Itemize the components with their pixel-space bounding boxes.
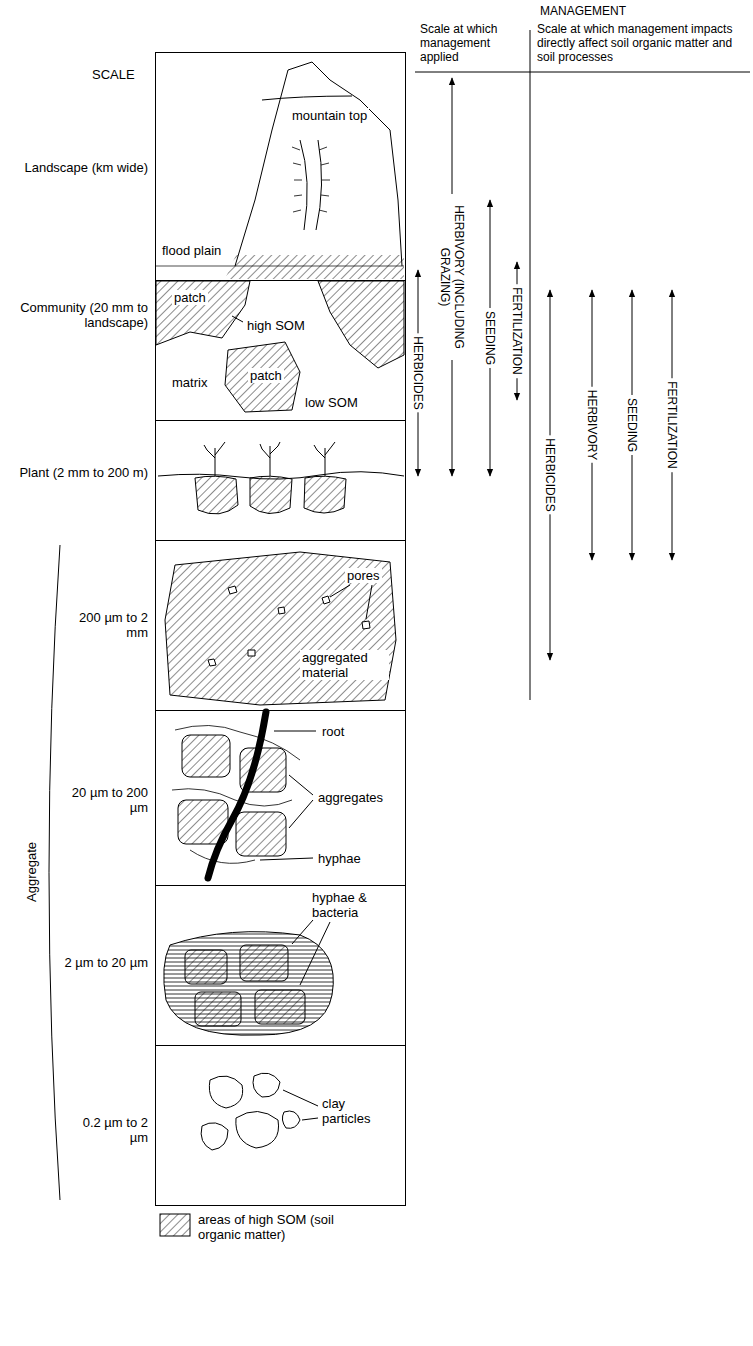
part-label: aggregates — [316, 790, 385, 805]
part-label: hyphae — [316, 851, 363, 866]
heading-label: Scale at which management applied — [420, 22, 524, 64]
scale-panel: Landscape (km wide)mountain topflood pla… — [155, 52, 406, 281]
arrow-label: FERTILIZATION — [664, 378, 680, 472]
scale-label: Plant (2 mm to 200 m) — [5, 465, 148, 480]
part-label: clay particles — [320, 1096, 394, 1126]
scale-panel: 0.2 µm to 2 µmclay particles — [155, 1045, 406, 1206]
part-label: flood plain — [160, 243, 223, 258]
heading-label: SCALE — [92, 68, 135, 82]
arrow-label: SEEDING — [482, 308, 498, 368]
scale-label: 20 µm to 200 µm — [62, 785, 148, 815]
part-label: patch — [248, 368, 284, 383]
arrow-label: FERTILIZATION — [509, 284, 525, 378]
legend-text: areas of high SOM (soil organic matter) — [198, 1212, 358, 1242]
scale-label: Landscape (km wide) — [5, 160, 148, 175]
legend-swatch — [160, 1214, 190, 1236]
part-label: aggregated material — [300, 650, 389, 680]
scale-panel: Community (20 mm to landscape)patchhigh … — [155, 280, 406, 421]
part-label: root — [320, 724, 346, 739]
scale-label: 200 µm to 2 mm — [62, 610, 148, 640]
heading-label: Scale at which management impacts direct… — [537, 22, 749, 64]
part-label: patch — [172, 290, 208, 305]
part-label: hyphae & bacteria — [310, 890, 399, 920]
arrow-label: HERBIVORY — [584, 387, 600, 463]
arrow-label: HERBICIDES — [410, 333, 426, 412]
arrow-label: SEEDING — [624, 395, 640, 455]
scale-label: 2 µm to 20 µm — [62, 955, 148, 970]
heading-label: MANAGEMENT — [540, 4, 626, 18]
part-label: matrix — [170, 375, 209, 390]
scale-panel: 20 µm to 200 µmrootaggregateshyphae — [155, 710, 406, 886]
scale-panel: 200 µm to 2 mmporesaggregated material — [155, 540, 406, 711]
part-label: mountain top — [290, 108, 369, 123]
scale-label: 0.2 µm to 2 µm — [62, 1115, 148, 1145]
scale-label: Community (20 mm to landscape) — [5, 300, 148, 330]
arrow-label: Aggregate — [24, 839, 40, 905]
scale-panel: 2 µm to 20 µmhyphae & bacteria — [155, 885, 406, 1046]
part-label: low SOM — [303, 395, 360, 410]
part-label: high SOM — [245, 318, 307, 333]
part-label: pores — [345, 568, 382, 583]
scale-panel: Plant (2 mm to 200 m) — [155, 420, 406, 541]
arrow-label: HERBICIDES — [542, 435, 558, 514]
arrow-label: HERBIVORY (INCLUDING GRAZING) — [437, 194, 467, 360]
